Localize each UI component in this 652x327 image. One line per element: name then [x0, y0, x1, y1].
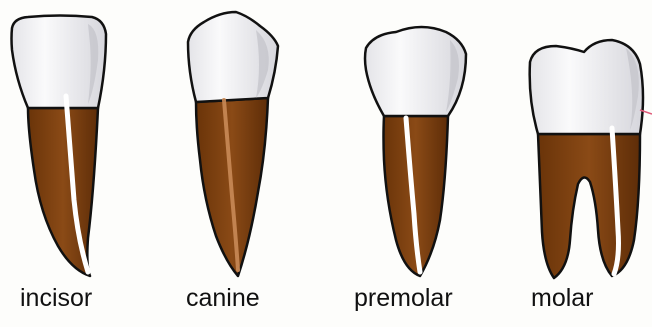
canine-label: canine [186, 284, 260, 313]
premolar-tooth [365, 27, 466, 276]
incisor-label: incisor [20, 284, 92, 313]
canine-tooth [188, 12, 278, 276]
premolar-label: premolar [354, 284, 453, 313]
molar-root [538, 134, 640, 278]
molar-tooth [530, 40, 652, 278]
incisor-tooth [12, 16, 107, 277]
molar-crown [530, 40, 643, 134]
incisor-root [28, 108, 98, 276]
molar-label: molar [531, 284, 594, 313]
